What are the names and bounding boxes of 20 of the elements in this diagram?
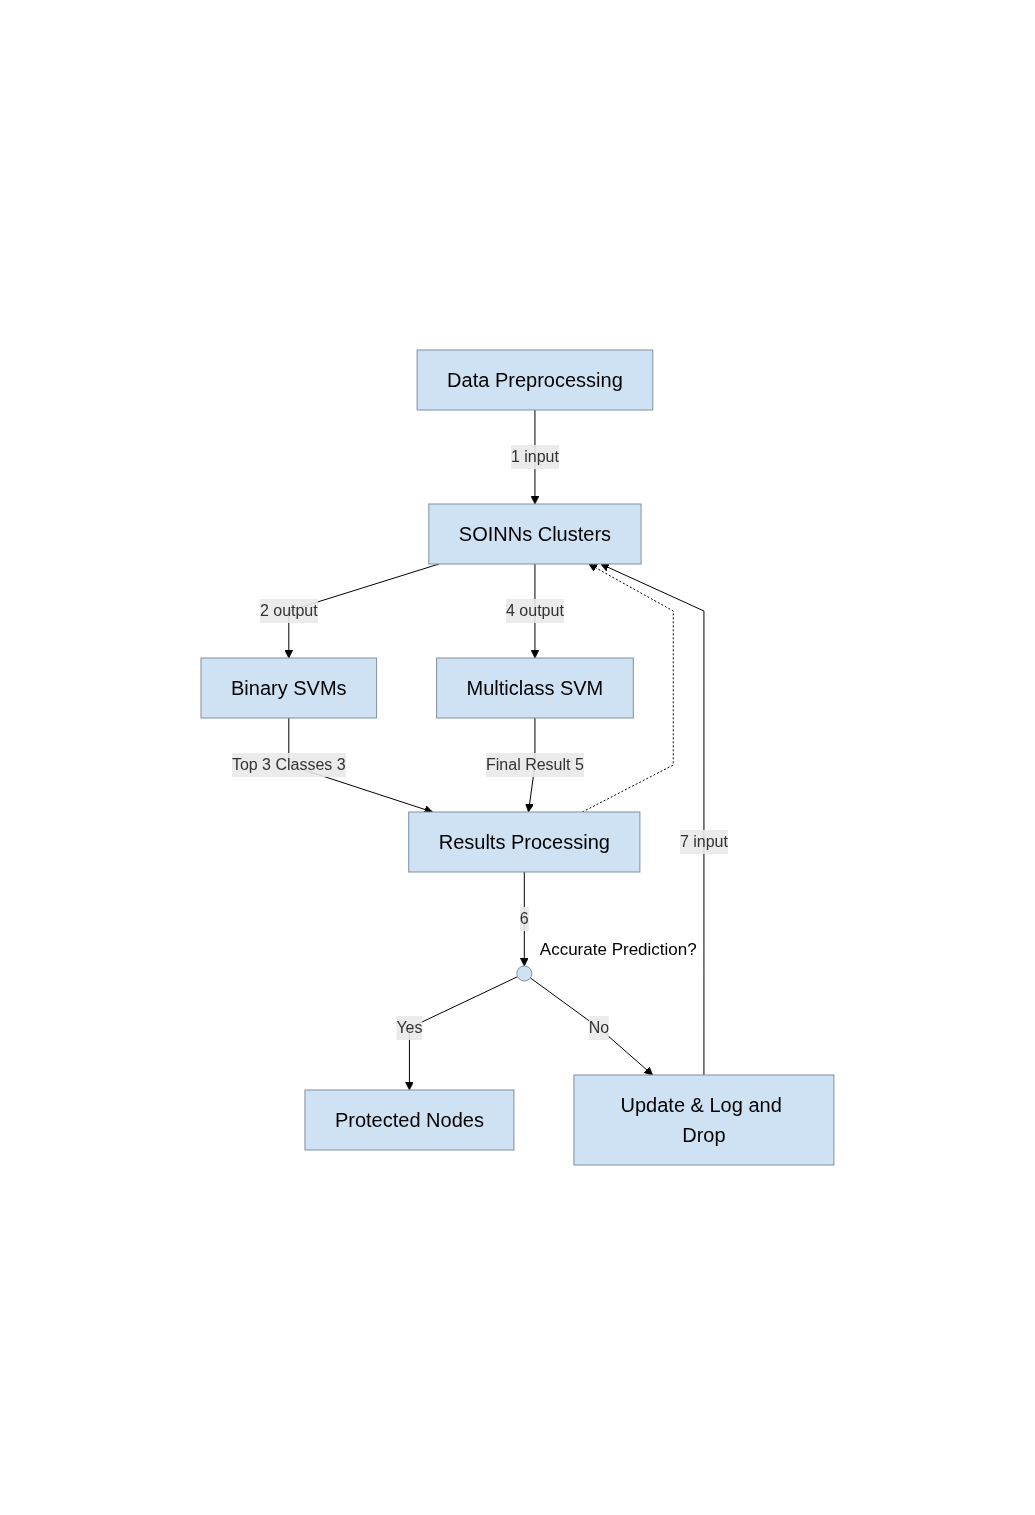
edge-label: 6 [519,909,529,927]
node-box: Protected Nodes [304,1089,515,1151]
edge-label: Yes [396,1018,423,1036]
edge-label: 2 output [259,602,318,619]
node-box: Results Processing [408,811,641,873]
edge-label: 7 input [679,832,728,850]
edge-label: Top 3 Classes 3 [231,755,346,773]
edge-label: Final Result 5 [486,755,584,773]
edge-label: 4 output [506,602,564,619]
node-box: SOINNs Clusters [428,503,642,565]
node-box: Binary SVMs [200,657,378,719]
node-box: Multiclass SVM [436,657,634,719]
edge-label: 1 input [510,448,559,465]
edge-label: No [588,1018,610,1036]
node-box: Data Preprocessing [416,349,654,411]
node-box: Update & Log and Drop [573,1074,835,1166]
arrow [529,977,654,1076]
arrow [519,871,529,967]
arrow [600,563,705,1076]
node-circle [516,965,533,982]
